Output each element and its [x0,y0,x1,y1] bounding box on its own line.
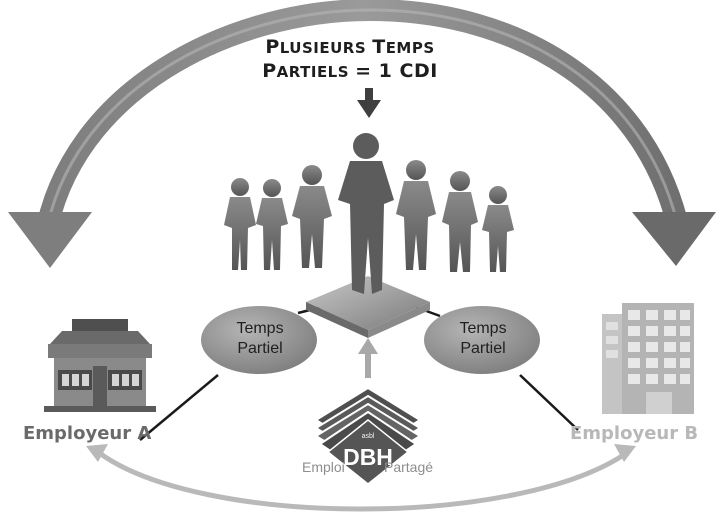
top-arc [34,0,691,240]
bottom-arc [86,444,636,512]
oval-left-line2: Partiel [237,340,283,357]
connector-line-left [139,374,219,441]
person-silhouette-leader [338,133,394,294]
footer-partage: Partagé [384,459,434,475]
oval-right-line1: Temps [459,320,507,337]
title-line-1: PLUSIEURS TEMPS [265,36,435,58]
person-silhouette [482,186,514,272]
office-building-icon [602,303,694,414]
arrow-down-icon [357,88,381,118]
person-silhouette [396,160,436,270]
connector-line-right [519,374,579,431]
footer-emploi: Emploi [302,459,345,475]
left-arc-arrowhead [8,212,92,268]
person-silhouette [442,171,478,272]
title-line-2: PARTIELS = 1 CDI [262,60,438,82]
oval-right-label: Temps Partiel [437,319,529,359]
oval-temps-partiel-right [424,306,540,374]
person-silhouette [224,178,256,270]
logo-dbh-text: DBH [343,444,393,470]
arrow-up-icon [358,338,378,378]
person-silhouette [256,179,288,270]
dbh-logo-icon [314,386,422,485]
people-group-icon [224,133,514,294]
platform [306,276,430,338]
oval-right-line2: Partiel [460,340,506,357]
employer-a-label: Employeur A [23,423,152,444]
logo-asbl-text: asbl [361,433,375,440]
person-silhouette [292,165,332,268]
oval-left-label: Temps Partiel [214,319,306,359]
oval-temps-partiel-left [201,306,317,374]
right-arc-arrowhead [632,212,716,266]
oval-left-line1: Temps [236,320,284,337]
shop-icon [44,319,156,412]
employer-b-label: Employeur B [570,423,699,444]
